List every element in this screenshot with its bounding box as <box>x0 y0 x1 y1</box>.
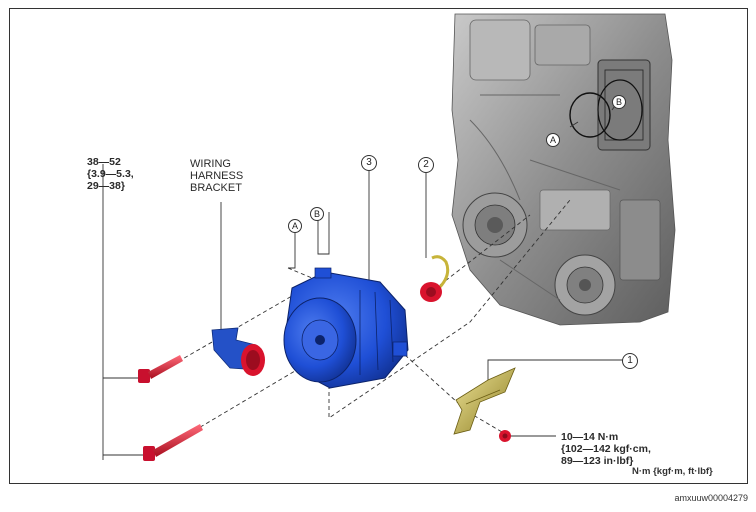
callout-view-b: B <box>310 207 324 221</box>
leader-lines <box>102 102 630 460</box>
connector-part <box>420 255 450 302</box>
torque-spec-nut: 10—14 N·m {102—142 kgf·cm, 89—123 in·lbf… <box>561 431 651 467</box>
engine-block <box>451 13 676 326</box>
alternator <box>283 267 409 389</box>
callout-part-2: 2 <box>418 157 434 173</box>
torque-spec-bolts: 38—52 {3.9—5.3, 29—38} <box>87 156 134 192</box>
callout-engine-b: B <box>612 95 626 109</box>
wiring-harness-bracket-part <box>211 327 265 376</box>
wiring-harness-bracket-label: WIRING HARNESS BRACKET <box>190 158 244 194</box>
callout-part-1: 1 <box>622 353 638 369</box>
torque-unit-label: N·m {kgf·m, ft·lbf} <box>632 466 713 477</box>
bolt-upper <box>138 355 183 383</box>
nut <box>499 430 511 442</box>
callout-engine-a: A <box>546 133 560 147</box>
bolt-lower <box>143 424 203 461</box>
callout-part-3: 3 <box>361 155 377 171</box>
image-id-label: amxuuw00004279 <box>674 493 748 503</box>
callout-view-a: A <box>288 219 302 233</box>
bracket-part <box>453 367 516 435</box>
